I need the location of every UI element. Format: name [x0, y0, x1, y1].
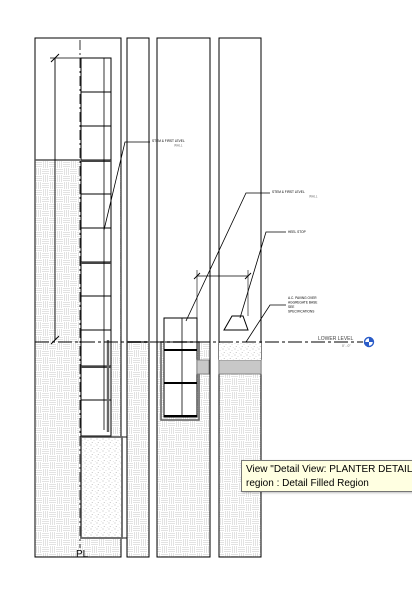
planter-block-lines: [164, 349, 197, 417]
level-head-icon[interactable]: [363, 336, 375, 348]
dimension-tick-a: [193, 272, 201, 280]
element-tooltip: View "Detail View: PLANTER DETAIL region…: [241, 460, 412, 492]
tooltip-line-1: View "Detail View: PLANTER DETAIL: [246, 464, 412, 475]
paving-edge-fill[interactable]: [196, 359, 210, 375]
callout-ac-paving-line2: AGGREGATE BASE: [288, 301, 317, 305]
ac-paving-region[interactable]: [218, 359, 262, 375]
column-1-sky-right: [111, 39, 120, 343]
dimension-tick-bottom: [50, 335, 60, 345]
heel-stop-leader: [239, 231, 286, 319]
stem-wall-leader-right: [185, 192, 270, 322]
planter-wall-section[interactable]: [163, 317, 198, 418]
footing-filled-region[interactable]: [80, 436, 123, 539]
callout-stem-wall-right-line2: WALL: [309, 195, 318, 199]
callout-ac-paving-line3: SEE: [288, 305, 294, 309]
cmu-stem-wall[interactable]: [80, 57, 112, 437]
callout-heel-stop: HEEL STOP: [288, 230, 306, 234]
column-1-frame: [34, 37, 122, 558]
heel-stop-curb[interactable]: [223, 315, 249, 331]
level-name: LOWER LEVEL: [318, 336, 354, 342]
callout-ac-paving-line4: SPECIFICATIONS: [288, 310, 314, 314]
column-1: · PL: [34, 37, 150, 560]
cmu-bond-beams: [81, 160, 111, 368]
callout-ac-paving-line1: A.C. PAVING OVER: [288, 296, 317, 300]
callout-stem-wall-left-line1: STEM & FIRST LEVEL: [152, 139, 185, 143]
tooltip-line-2: region : Detail Filled Region: [246, 478, 369, 489]
level-elevation: 0' - 0": [342, 344, 351, 348]
annotation-texts: STEM & FIRST LEVEL WALL STEM & FIRST LEV…: [152, 139, 354, 348]
property-line-mark: PL: [76, 549, 89, 560]
callout-stem-wall-right-line1: STEM & FIRST LEVEL: [272, 190, 305, 194]
column-3-frame: [156, 37, 211, 558]
column-2: [126, 37, 150, 558]
column-2-frame: [126, 37, 150, 558]
earth-hatch-region-2[interactable]: [127, 343, 149, 557]
aggregate-base-region[interactable]: [219, 343, 261, 360]
callout-stem-wall-left-line2: WALL: [174, 144, 183, 148]
dimension-tick-b: [244, 272, 252, 280]
column-4-frame: [218, 37, 262, 558]
ac-paving-leader: [245, 304, 286, 343]
dimension-value: ·: [47, 197, 48, 201]
dimension-tick-top: [50, 53, 60, 63]
column-1-sky: [36, 39, 80, 160]
column-4: [193, 37, 286, 558]
stem-wall-leader-left: [103, 141, 150, 231]
column-3: [156, 37, 270, 558]
